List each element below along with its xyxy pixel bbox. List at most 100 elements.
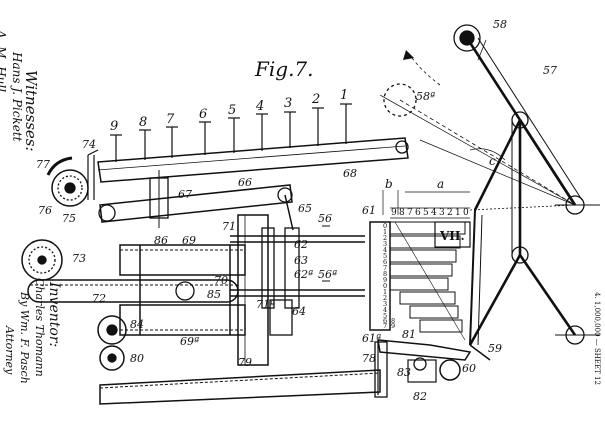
svg-text:3: 3 — [383, 240, 387, 248]
svg-text:72: 72 — [92, 292, 106, 305]
svg-text:58ª: 58ª — [416, 90, 435, 103]
pivot-58 — [453, 24, 481, 52]
svg-text:3: 3 — [383, 300, 387, 308]
svg-text:2: 2 — [383, 294, 387, 302]
svg-text:9: 9 — [391, 322, 395, 330]
svg-text:5: 5 — [383, 252, 387, 260]
svg-text:81: 81 — [402, 328, 416, 341]
svg-text:56ª: 56ª — [318, 268, 337, 281]
svg-text:56: 56 — [318, 212, 332, 225]
svg-text:3: 3 — [439, 208, 445, 218]
svg-text:65: 65 — [298, 202, 312, 215]
svg-text:3: 3 — [284, 96, 292, 111]
svg-text:0: 0 — [463, 208, 469, 218]
svg-text:6: 6 — [415, 208, 421, 218]
inventor-heading: Inventor: — [46, 282, 62, 348]
svg-text:76: 76 — [38, 204, 52, 217]
svg-text:61: 61 — [362, 204, 376, 217]
svg-text:60: 60 — [462, 362, 476, 375]
svg-text:8: 8 — [383, 270, 387, 278]
svg-text:66: 66 — [238, 176, 252, 189]
column-digits: 0 1 2 3 4 5 6 7 8 9 0 1 2 3 4 5 6 7 8 9 — [383, 222, 395, 330]
indicator-fingers — [110, 103, 352, 162]
svg-text:6: 6 — [199, 107, 207, 122]
svg-text:80: 80 — [130, 352, 144, 365]
svg-text:7: 7 — [383, 322, 387, 330]
svg-text:6: 6 — [383, 317, 387, 325]
svg-text:71: 71 — [222, 220, 236, 233]
svg-text:74: 74 — [82, 138, 96, 151]
svg-text:1: 1 — [383, 288, 387, 296]
dial-block-label: VII. — [439, 229, 465, 243]
dimension-labels: a b c — [385, 154, 496, 191]
svg-text:9: 9 — [391, 208, 397, 218]
svg-text:b: b — [385, 177, 393, 191]
svg-text:62ª: 62ª — [294, 268, 313, 281]
svg-text:85: 85 — [207, 288, 221, 301]
svg-text:7: 7 — [383, 264, 387, 272]
svg-text:78: 78 — [362, 352, 376, 365]
stepped-plates — [389, 221, 466, 341]
svg-text:63: 63 — [294, 254, 308, 267]
margin-sheet-text: 4. 1,000,000 — SHEET 12 — [593, 292, 601, 385]
svg-text:70: 70 — [214, 274, 228, 287]
svg-text:68: 68 — [343, 167, 357, 180]
svg-text:1: 1 — [340, 88, 348, 103]
pivot-58a-phantom — [383, 83, 417, 117]
svg-text:69ª: 69ª — [180, 335, 199, 348]
svg-text:69: 69 — [182, 234, 196, 247]
svg-text:7: 7 — [407, 208, 413, 218]
svg-text:4: 4 — [255, 99, 264, 114]
svg-text:6: 6 — [383, 258, 387, 266]
svg-text:5: 5 — [383, 312, 387, 320]
svg-text:8: 8 — [399, 208, 405, 218]
svg-text:62: 62 — [294, 238, 308, 251]
svg-text:a: a — [437, 177, 444, 191]
svg-text:1: 1 — [383, 228, 387, 236]
svg-text:0: 0 — [383, 222, 387, 230]
svg-text:82: 82 — [413, 390, 427, 403]
svg-text:9: 9 — [383, 276, 387, 284]
svg-text:8: 8 — [139, 115, 147, 130]
reference-numerals: 58 58ª 57 68 74 77 76 75 67 66 65 61 61ª… — [36, 18, 557, 403]
scale-top-numbers: 9 8 7 6 5 4 3 2 1 — [110, 88, 348, 134]
svg-text:77: 77 — [36, 158, 50, 171]
svg-text:4: 4 — [383, 246, 387, 254]
svg-text:64: 64 — [292, 305, 306, 318]
dial-numbers: 9 8 7 6 5 4 3 2 1 0 — [391, 208, 469, 218]
gear-84 — [97, 315, 127, 345]
svg-text:86: 86 — [154, 234, 168, 247]
svg-text:0: 0 — [383, 282, 387, 290]
figure-label: Fig.7. — [254, 57, 314, 81]
svg-text:1: 1 — [455, 208, 461, 218]
svg-text:58: 58 — [493, 18, 507, 31]
svg-text:75: 75 — [62, 212, 76, 225]
witnesses-heading: Witnesses: — [22, 70, 40, 152]
svg-text:c: c — [489, 154, 496, 168]
svg-text:2: 2 — [447, 208, 453, 218]
gear-80 — [99, 345, 125, 371]
svg-text:71ª: 71ª — [256, 298, 275, 311]
svg-text:79: 79 — [238, 356, 252, 369]
svg-text:59: 59 — [488, 342, 502, 355]
svg-text:7: 7 — [166, 112, 175, 127]
svg-text:83: 83 — [397, 366, 411, 379]
inventor-role: Attorney — [3, 326, 16, 375]
svg-text:9: 9 — [110, 119, 118, 134]
svg-text:57: 57 — [543, 64, 557, 77]
svg-text:73: 73 — [72, 252, 86, 265]
svg-text:67: 67 — [178, 188, 192, 201]
svg-text:61ª: 61ª — [362, 332, 381, 345]
inventor-by-line: By Wm. F. Pasch — [18, 292, 31, 384]
witness-name-2: A. M. Hull — [0, 30, 8, 93]
witness-name-1: Hans J. Pickett — [10, 52, 24, 142]
svg-text:8: 8 — [391, 317, 395, 325]
svg-text:4: 4 — [431, 208, 437, 218]
svg-text:5: 5 — [228, 103, 236, 118]
svg-text:84: 84 — [130, 318, 144, 331]
svg-text:5: 5 — [423, 208, 429, 218]
svg-text:2: 2 — [383, 234, 387, 242]
inventor-name: Charles Thomann — [33, 278, 46, 377]
